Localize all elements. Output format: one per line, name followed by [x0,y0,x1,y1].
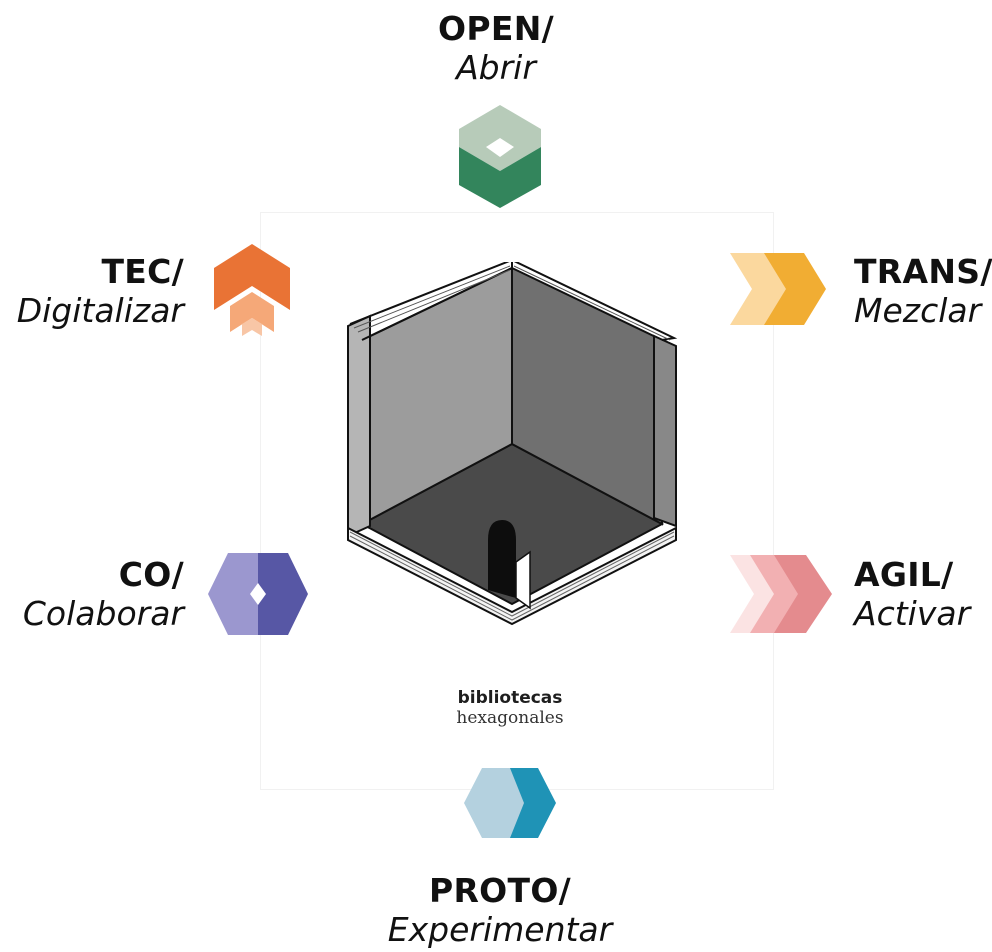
label-agil: AGIL/ Activar [854,555,992,634]
hexagon-cube-icon [459,105,541,208]
open-title: OPEN/ [438,9,554,48]
chevrons-up-icon [214,244,290,336]
brand-logo: bibliotecas hexagonales [390,688,630,729]
split-hexagon-icon [464,768,556,838]
brand-line2: hexagonales [456,708,564,729]
agil-title: AGIL/ [854,555,954,594]
diamond-hexagon-icon [208,553,308,635]
hexagonal-book-room-icon [347,262,678,626]
cross-arrows-icon [730,253,826,325]
label-trans: TRANS/ Mezclar [854,252,992,331]
proto-title: PROTO/ [428,871,572,910]
label-proto: PROTO/ Experimentar [380,871,620,950]
trans-subtitle: Mezclar [854,290,982,330]
brand-line1: bibliotecas [457,688,563,708]
tec-subtitle: Digitalizar [16,290,184,330]
co-subtitle: Colaborar [22,593,184,633]
label-tec: TEC/ Digitalizar [0,252,184,331]
trans-title: TRANS/ [854,252,992,291]
label-co: CO/ Colaborar [0,555,184,634]
label-open: OPEN/ Abrir [396,9,596,88]
tec-title: TEC/ [101,252,184,291]
proto-subtitle: Experimentar [387,909,613,949]
chevrons-right-icon [730,555,832,633]
co-title: CO/ [118,555,184,594]
agil-subtitle: Activar [854,593,971,633]
open-subtitle: Abrir [456,47,536,87]
